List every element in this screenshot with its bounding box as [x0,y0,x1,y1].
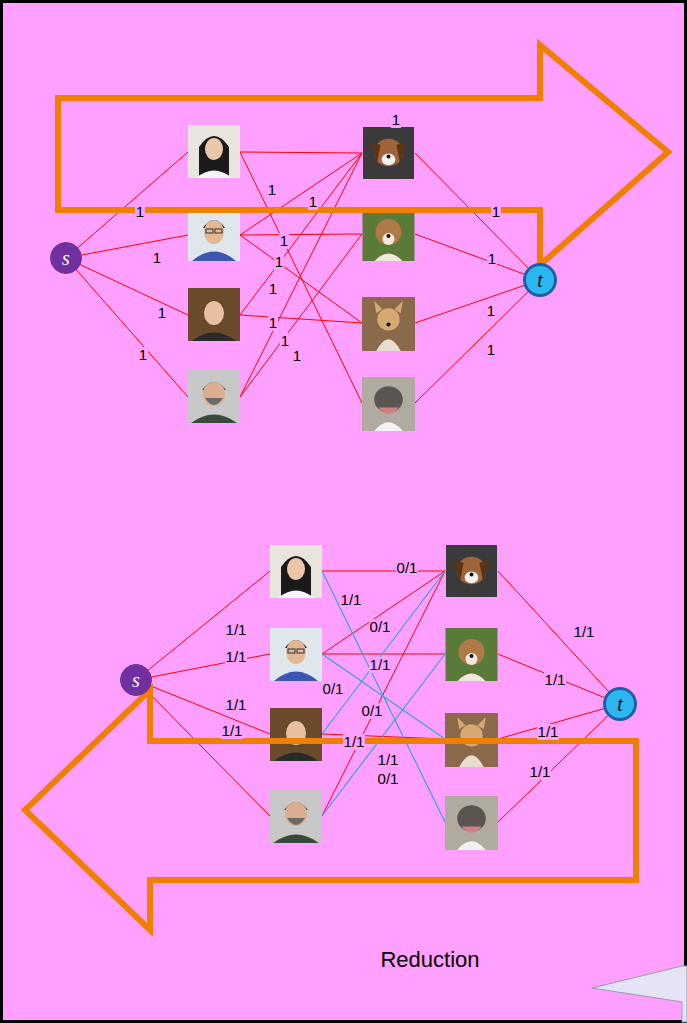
node-letter: s [132,670,140,690]
person-photo [188,370,240,423]
dog-photo [446,628,498,681]
block-arrow [25,45,668,930]
dog-photo [363,127,414,179]
network-wire [498,654,620,704]
flow-label: 1/1 [529,764,552,780]
dog-photo [445,796,498,850]
flow-label: 1/1 [377,752,400,768]
network-wire [322,571,445,654]
network-wire [136,680,270,734]
matching-wire [322,571,445,734]
sink-node: t [603,687,637,721]
network-wire [415,280,540,403]
capacity-label: 1 [267,182,277,198]
callout-tail [592,966,687,1022]
network-wire [66,152,188,258]
network-wire [240,153,362,235]
node-letter: s [62,248,70,268]
flow-label: 1/1 [544,672,567,688]
person-photo [270,628,322,681]
network-wire [322,571,445,816]
network-wire [240,152,362,403]
dog-photo [362,377,415,431]
source-node: s [50,242,82,274]
capacity-label: 1 [138,347,148,363]
flow-label: 1/1 [369,657,392,673]
capacity-label: 1 [391,112,401,128]
sink-node: t [523,263,557,297]
network-wire [498,704,620,822]
network-wire [415,153,540,280]
network-wire [322,571,445,572]
block-arrow [58,45,668,265]
person-photo [270,790,322,843]
capacity-label: 1 [268,315,278,331]
flow-label: 1/1 [537,724,560,740]
capacity-label: 1 [486,303,496,319]
matching-wire [322,654,445,739]
flow-label: 0/1 [322,681,345,697]
node-letter: t [537,270,543,290]
flow-label: 1/1 [343,734,366,750]
matching-wire [322,571,445,822]
network-wire [240,235,362,323]
capacity-label: 1 [292,348,302,364]
capacity-label: 1 [157,305,167,321]
dog-photo [363,208,415,261]
flow-label: 0/1 [377,771,400,787]
capacity-label: 1 [268,281,278,297]
capacity-label: 1 [491,204,501,220]
network-wire [136,571,270,680]
flow-label: 0/1 [396,560,419,576]
capacity-label: 1 [152,250,162,266]
matching-wire [322,571,445,822]
flow-label: 0/1 [361,703,384,719]
flow-label: 1/1 [225,697,248,713]
dog-photo [362,297,415,351]
network-wire [240,152,362,153]
slide-caption: Reduction [379,948,480,971]
network-wire [136,654,270,680]
network-wire [415,280,540,323]
person-photo [270,708,322,761]
flow-label: 1/1 [573,624,596,640]
flow-label: 1/1 [221,723,244,739]
capacity-label: 1 [487,251,497,267]
block-arrow [25,690,636,930]
capacity-label: 1 [279,233,289,249]
person-photo [188,125,322,843]
network-wire [240,234,362,397]
person-photo [188,125,240,178]
network-wire [136,680,270,816]
network-wire [66,258,188,315]
network-wire [240,153,362,397]
network-wire [415,234,540,280]
flow-label: 1/1 [340,592,363,608]
dog-photo [446,545,497,597]
network-wire [66,258,188,397]
matching-wire [322,654,445,816]
capacity-label: 1 [280,333,290,349]
network-wire [498,571,620,704]
capacity-label: 1 [274,254,284,270]
person-photo [270,545,322,598]
network-wire [240,153,362,315]
capacity-label: 1 [486,342,496,358]
capacity-label: 1 [135,204,145,220]
person-photo [188,208,240,261]
flow-label: 1/1 [225,649,248,665]
flow-label: 0/1 [369,619,392,635]
flow-label: 1/1 [225,622,248,638]
network-wire [322,654,445,655]
person-photo [188,288,240,341]
node-letter: t [617,694,623,714]
network-wire [66,235,188,258]
source-node: s [120,664,152,696]
capacity-label: 1 [308,194,318,210]
